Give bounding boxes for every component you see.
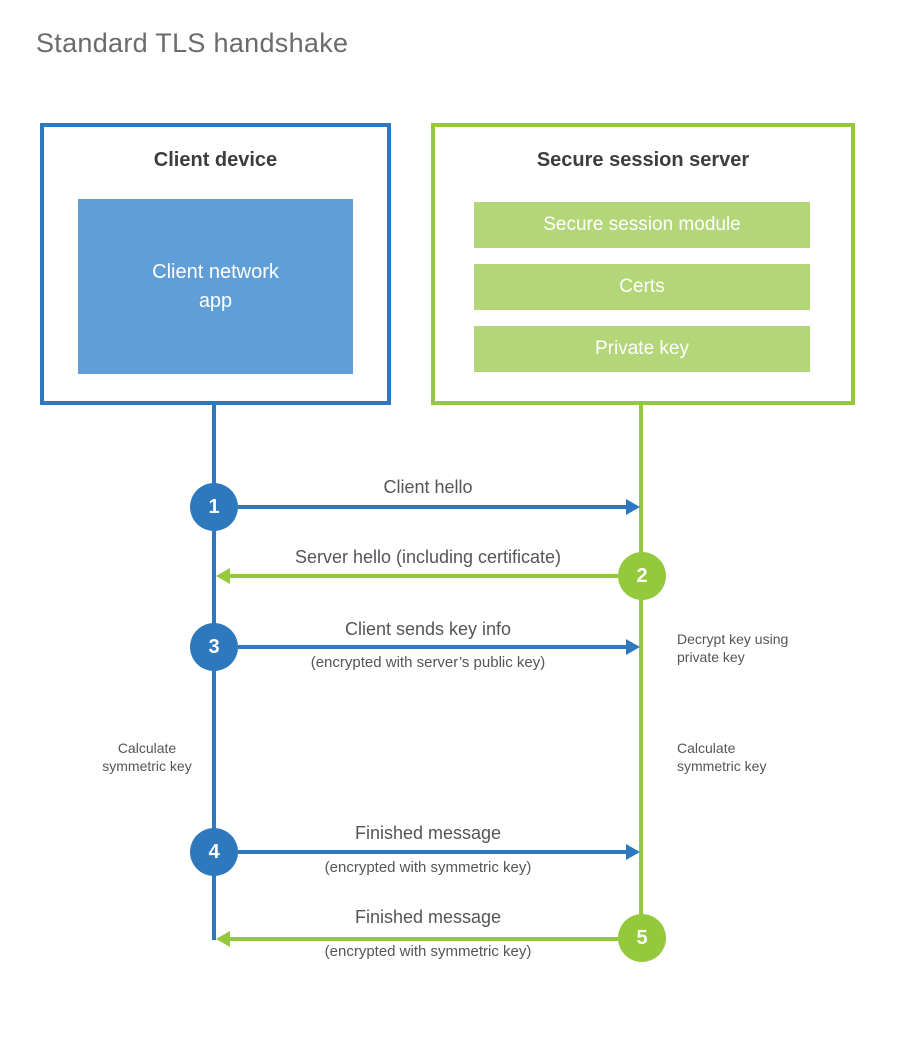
arrow-line-step-4 — [238, 850, 626, 854]
server-module-secure-session: Secure session module — [474, 202, 810, 248]
server-module-certs: Certs — [474, 264, 810, 310]
note-server-calculate-key: Calculate symmetric key — [677, 740, 767, 774]
arrowhead-left-icon — [216, 931, 230, 947]
message-sublabel-finished-server: (encrypted with symmetric key) — [324, 943, 532, 960]
server-lifeline — [639, 404, 643, 962]
client-device-title: Client device — [153, 149, 278, 171]
arrow-line-step-3 — [238, 645, 626, 649]
client-device-box: Client device Client network app — [40, 123, 391, 405]
arrow-line-step-2 — [230, 574, 618, 578]
message-sublabel-finished-client: (encrypted with symmetric key) — [324, 859, 532, 876]
message-sublabel-key-info: (encrypted with server’s public key) — [310, 654, 546, 671]
note-decrypt-key: Decrypt key using private key — [677, 631, 789, 665]
arrow-line-step-5 — [230, 937, 618, 941]
secure-session-server-title: Secure session server — [536, 149, 750, 171]
client-lifeline — [212, 404, 216, 940]
arrow-line-step-1 — [238, 505, 626, 509]
message-label-server-hello: Server hello (including certificate) — [294, 547, 562, 567]
step-circle-1: 1 — [190, 483, 238, 531]
arrowhead-right-icon — [626, 499, 640, 515]
arrowhead-left-icon — [216, 568, 230, 584]
step-circle-4: 4 — [190, 828, 238, 876]
step-circle-5: 5 — [618, 914, 666, 962]
arrowhead-right-icon — [626, 844, 640, 860]
arrowhead-right-icon — [626, 639, 640, 655]
server-module-private-key: Private key — [474, 326, 810, 372]
step-circle-3: 3 — [190, 623, 238, 671]
message-label-client-hello: Client hello — [383, 477, 473, 497]
page-title: Standard TLS handshake — [36, 28, 349, 58]
note-client-calculate-key: Calculate symmetric key — [102, 740, 192, 774]
secure-session-server-box: Secure session server Secure session mod… — [431, 123, 855, 405]
client-network-app-box: Client network app — [78, 199, 353, 374]
message-label-finished-client: Finished message — [354, 823, 502, 843]
message-label-finished-server: Finished message — [354, 907, 502, 927]
step-circle-2: 2 — [618, 552, 666, 600]
message-label-key-info: Client sends key info — [344, 619, 512, 639]
